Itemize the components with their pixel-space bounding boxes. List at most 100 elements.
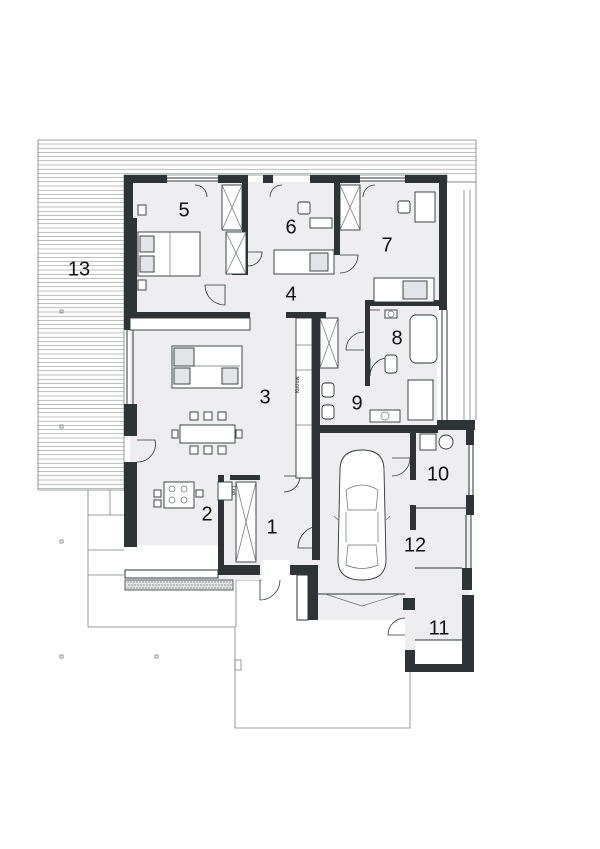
- garage-door: [324, 593, 401, 607]
- gravel-dot: [193, 581, 195, 583]
- gravel-dot: [139, 581, 141, 583]
- gravel-dot: [208, 587, 210, 589]
- room-number-1: 1: [266, 516, 277, 538]
- gravel-dot: [161, 584, 163, 586]
- entry-step: [296, 574, 309, 621]
- gravel-dot: [197, 584, 199, 586]
- gravel-dot: [151, 587, 153, 589]
- gravel-dot: [226, 587, 228, 589]
- gravel-dot: [160, 587, 162, 589]
- bathroom-9: [321, 379, 434, 423]
- utility-room-10: [419, 433, 454, 451]
- gravel-dot: [196, 587, 198, 589]
- gravel-dot: [191, 584, 193, 586]
- gravel-dot: [203, 584, 205, 586]
- gravel-dot: [166, 581, 168, 583]
- gravel-dot: [169, 587, 171, 589]
- gravel-dot: [157, 587, 159, 589]
- gravel-dot: [215, 584, 217, 586]
- gravel-dot: [134, 584, 136, 586]
- gravel-dot: [145, 581, 147, 583]
- gravel-dot: [178, 581, 180, 583]
- room-number-8: 8: [391, 327, 402, 349]
- planter-strip: [124, 569, 234, 591]
- gravel-dot: [152, 584, 154, 586]
- gravel-dot: [146, 584, 148, 586]
- bed-room-5: [137, 204, 201, 291]
- gravel-dot: [172, 587, 174, 589]
- gravel-dot: [221, 584, 223, 586]
- gravel-dot: [137, 584, 139, 586]
- gravel-dot: [127, 581, 129, 583]
- room-number-2: 2: [201, 503, 212, 525]
- gravel-dot: [133, 581, 135, 583]
- gravel-dot: [181, 587, 183, 589]
- gravel-dot: [205, 587, 207, 589]
- gravel-dot: [187, 581, 189, 583]
- room-number-3: 3: [259, 386, 270, 408]
- gravel-dot: [133, 587, 135, 589]
- gravel-dot: [229, 587, 231, 589]
- room-number-6: 6: [285, 216, 296, 238]
- gravel-dot: [157, 581, 159, 583]
- fridge-label: Lod.: [230, 486, 236, 497]
- boiler-label: Kotłow.: [295, 375, 301, 393]
- gravel-dot: [199, 581, 201, 583]
- gravel-dot: [224, 584, 226, 586]
- terrace-decking: [37, 139, 477, 491]
- gravel-dot: [184, 581, 186, 583]
- gravel-dot: [170, 584, 172, 586]
- kitchen-block: [129, 317, 251, 509]
- gravel-dot: [160, 581, 162, 583]
- gravel-dot: [218, 584, 220, 586]
- gravel-dot: [220, 587, 222, 589]
- room-number-7: 7: [381, 234, 392, 256]
- gravel-dot: [163, 581, 165, 583]
- room-numbers: 1 2 3 4 5 6 7 8 9 10 11 12 13: [68, 199, 450, 639]
- room-number-13: 13: [68, 258, 90, 280]
- bed-room-7: [373, 191, 436, 303]
- gravel-dot: [205, 581, 207, 583]
- room-number-10: 10: [427, 463, 449, 485]
- gravel-dot: [184, 587, 186, 589]
- bathroom-8: [384, 309, 438, 374]
- gravel-dot: [145, 587, 147, 589]
- gravel-dot: [182, 584, 184, 586]
- gravel-dot: [188, 584, 190, 586]
- gravel-dot: [217, 581, 219, 583]
- gravel-dot: [142, 581, 144, 583]
- gravel-dot: [154, 581, 156, 583]
- room-number-4: 4: [285, 283, 296, 305]
- gravel-dot: [181, 581, 183, 583]
- gravel-dot: [179, 584, 181, 586]
- gravel-dot: [127, 587, 129, 589]
- gravel-dot: [214, 587, 216, 589]
- gravel-dot: [130, 581, 132, 583]
- gravel-dot: [149, 584, 151, 586]
- gravel-dot: [187, 587, 189, 589]
- gravel-dot: [217, 587, 219, 589]
- dining-table: [171, 411, 243, 455]
- gravel-dot: [128, 584, 130, 586]
- gravel-dot: [208, 581, 210, 583]
- gravel-dot: [185, 584, 187, 586]
- bed-room-6: [273, 201, 335, 275]
- gravel-dot: [158, 584, 160, 586]
- gravel-dot: [175, 581, 177, 583]
- gravel-dot: [148, 581, 150, 583]
- tall-units: [217, 317, 313, 501]
- gravel-dot: [173, 584, 175, 586]
- walls: [124, 175, 475, 672]
- gravel-dot: [172, 581, 174, 583]
- gravel-dot: [223, 587, 225, 589]
- gravel-dot: [163, 587, 165, 589]
- gravel-dot: [148, 587, 150, 589]
- gravel-dot: [196, 581, 198, 583]
- gravel-dot: [202, 587, 204, 589]
- gravel-dot: [142, 587, 144, 589]
- room-number-12: 12: [404, 534, 426, 556]
- gravel-dot: [209, 584, 211, 586]
- room-number-9: 9: [351, 392, 362, 414]
- living-sofa: [171, 345, 243, 389]
